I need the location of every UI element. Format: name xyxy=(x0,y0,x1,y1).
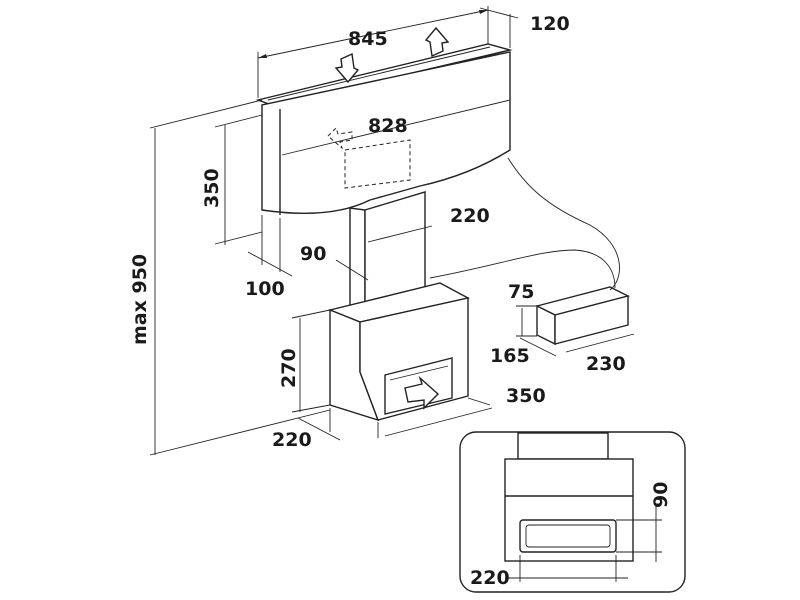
label-220-detail: 220 xyxy=(470,567,510,589)
dimension-350-vertical xyxy=(214,114,263,245)
dimension-220-detail xyxy=(508,555,628,582)
dimension-max-950 xyxy=(149,99,331,456)
label-max-950: max 950 xyxy=(129,254,151,345)
dimension-220-motor xyxy=(297,408,341,441)
label-828: 828 xyxy=(368,115,408,137)
dimension-75 xyxy=(516,305,537,337)
label-90-chimney: 90 xyxy=(300,243,326,265)
label-350-hood: 350 xyxy=(201,168,223,208)
label-100: 100 xyxy=(245,278,285,300)
label-120: 120 xyxy=(530,13,570,35)
dimension-350-motor xyxy=(377,397,493,438)
airflow-arrow-icon xyxy=(327,26,450,410)
dimension-90-chimney xyxy=(335,259,369,281)
label-75: 75 xyxy=(508,281,534,303)
dimension-828 xyxy=(281,99,511,156)
detail-inset-panel xyxy=(459,431,686,593)
dimension-845 xyxy=(257,6,489,98)
dimension-165 xyxy=(519,337,557,357)
power-cable-2 xyxy=(429,249,616,289)
label-165: 165 xyxy=(490,345,530,367)
dimension-270 xyxy=(291,309,331,413)
remote-motor-box xyxy=(535,286,630,346)
label-220-chimney: 220 xyxy=(450,205,490,227)
label-845: 845 xyxy=(348,28,388,50)
label-230: 230 xyxy=(586,353,626,375)
dimension-90-detail xyxy=(616,505,662,562)
label-90-detail: 90 xyxy=(650,482,672,508)
dimension-220-chimney xyxy=(367,225,433,243)
dimension-230 xyxy=(565,333,635,353)
dimension-100 xyxy=(247,215,293,277)
label-220-motor: 220 xyxy=(272,429,312,451)
power-cable xyxy=(507,157,620,291)
hood-body xyxy=(261,51,511,215)
dimension-120 xyxy=(479,7,519,48)
label-270: 270 xyxy=(278,348,300,388)
label-350-motor: 350 xyxy=(506,385,546,407)
